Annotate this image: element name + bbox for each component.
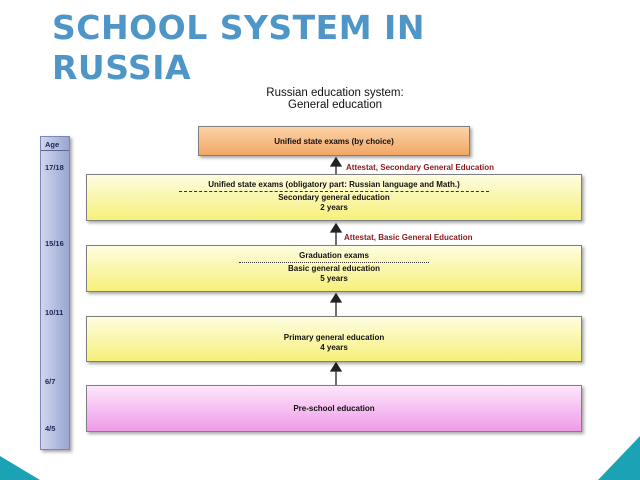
unified-exams-choice-label: Unified state exams (by choice) xyxy=(274,137,394,146)
cert-basic-label: Attestat, Basic General Education xyxy=(344,233,473,242)
unified-exams-choice-box: Unified state exams (by choice) xyxy=(198,126,470,156)
age-label-10-11: 10/11 xyxy=(45,308,64,317)
corner-decoration-left xyxy=(0,456,40,480)
age-column: Age 17/18 15/16 10/11 6/7 4/5 xyxy=(40,136,70,450)
age-label-6-7: 6/7 xyxy=(45,377,56,386)
basic-name-label: Basic general education xyxy=(287,264,381,273)
diagram-title: Russian education system: General educat… xyxy=(200,87,470,111)
arrow-secondary-to-exams xyxy=(329,156,343,174)
secondary-duration-label: 2 years xyxy=(320,203,348,212)
arrow-basic-to-secondary xyxy=(329,222,343,245)
age-label-17-18: 17/18 xyxy=(45,163,64,172)
secondary-exam-label: Unified state exams (obligatory part: Ru… xyxy=(208,180,460,189)
basic-exam-label: Graduation exams xyxy=(299,251,369,260)
corner-decoration-right xyxy=(598,436,640,480)
age-label-15-16: 15/16 xyxy=(45,239,64,248)
basic-education-box: Graduation exams Basic general education… xyxy=(86,245,582,292)
arrow-primary-to-basic xyxy=(329,292,343,316)
arrow-preschool-to-primary xyxy=(329,361,343,385)
divider-line xyxy=(239,262,429,263)
basic-duration-label: 5 years xyxy=(320,274,348,283)
diagram-title-line2: General education xyxy=(288,99,382,111)
primary-duration-label: 4 years xyxy=(320,343,348,352)
primary-education-box: Primary general education 4 years xyxy=(86,316,582,362)
slide-title: SCHOOL SYSTEM IN RUSSIA xyxy=(52,8,425,87)
age-header: Age xyxy=(45,140,60,149)
secondary-education-box: Unified state exams (obligatory part: Ru… xyxy=(86,174,582,221)
divider-line xyxy=(179,191,489,192)
preschool-name-label: Pre-school education xyxy=(293,404,375,413)
age-label-4-5: 4/5 xyxy=(45,424,56,433)
primary-name-label: Primary general education xyxy=(283,333,385,342)
secondary-name-label: Secondary general education xyxy=(278,193,390,202)
age-tick xyxy=(41,150,69,151)
preschool-education-box: Pre-school education xyxy=(86,385,582,432)
diagram-title-line1: Russian education system: xyxy=(266,87,404,99)
cert-secondary-label: Attestat, Secondary General Education xyxy=(346,163,495,172)
